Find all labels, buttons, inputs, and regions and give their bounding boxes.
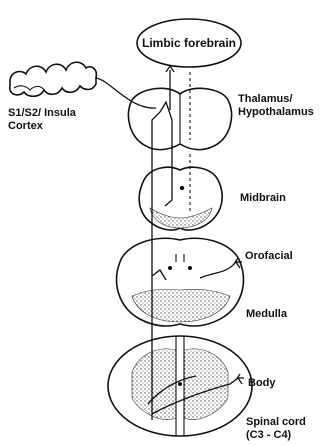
spinal-cord-label-line1: Spinal cord (246, 416, 306, 428)
medulla-section (117, 238, 244, 326)
midbrain-label: Midbrain (240, 192, 286, 204)
limbic-forebrain-node: Limbic forebrain (137, 19, 241, 67)
cortex-label-line1: S1/S2/ Insula (8, 107, 77, 119)
orofacial-label: Orofacial (245, 250, 293, 262)
spinal-cord-label-line2: (C3 - C4) (246, 429, 292, 441)
cortex-label-line2: Cortex (8, 120, 44, 132)
spinal-cord-section (108, 336, 252, 436)
thalamus-label-line2: Hypothalamus (238, 106, 314, 118)
thalamus-label-line1: Thalamus/ (238, 93, 292, 105)
medulla-label: Medulla (246, 308, 288, 320)
cortex-shape (10, 62, 97, 96)
body-label: Body (248, 377, 276, 389)
limbic-forebrain-label: Limbic forebrain (142, 36, 236, 50)
thalamus-section (128, 88, 231, 149)
